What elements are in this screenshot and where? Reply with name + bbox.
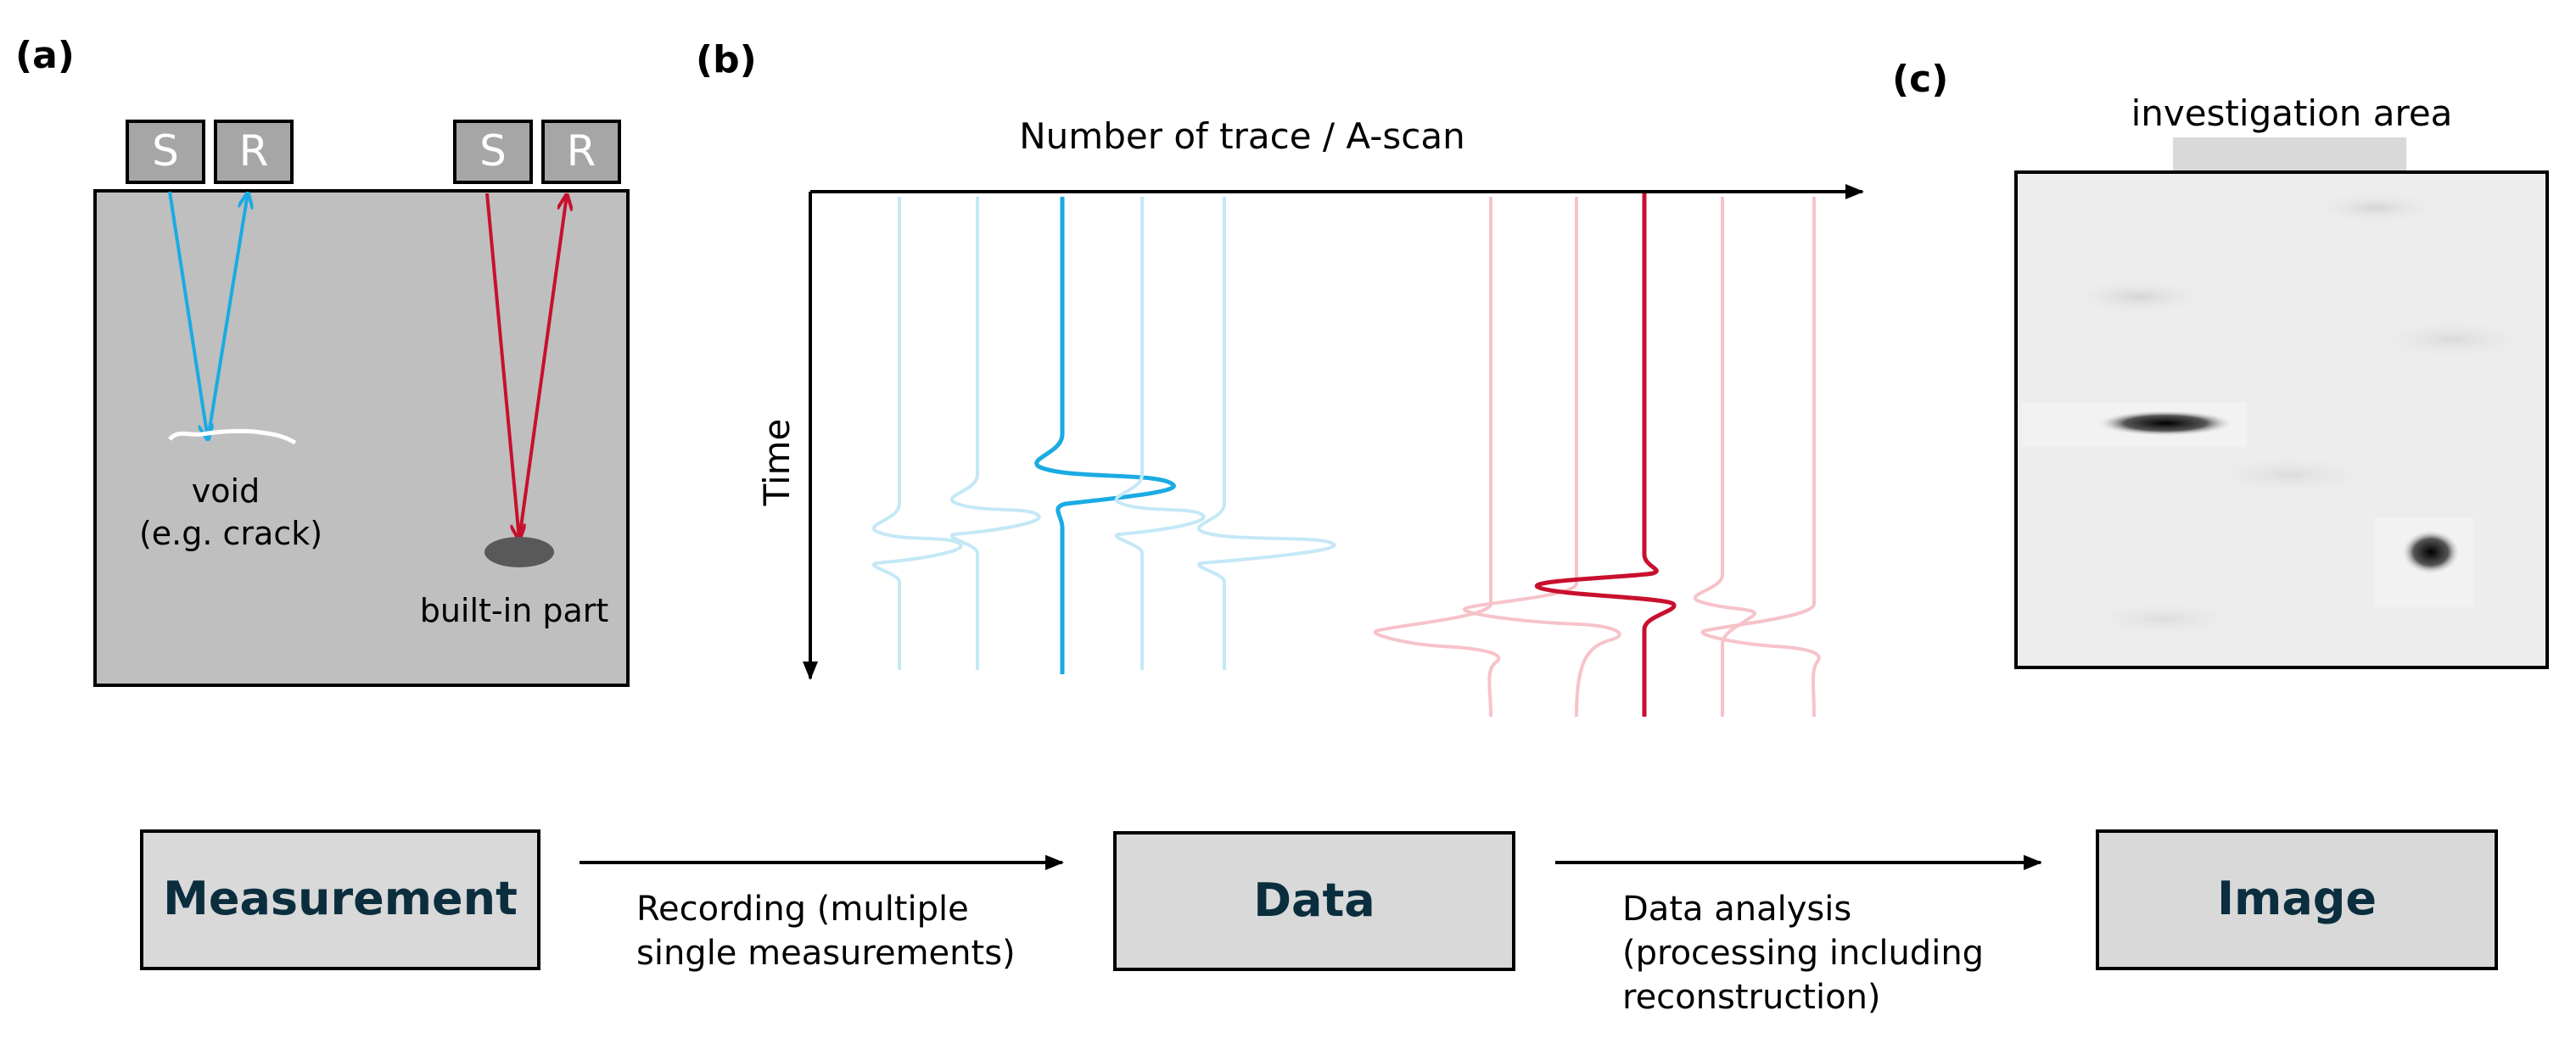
background-shade	[2198, 454, 2384, 496]
sensor-pair-right: S R	[453, 120, 621, 184]
sensor-s-right-label: S	[479, 126, 507, 176]
red-trace-4	[1693, 197, 1756, 717]
blue-traces	[871, 197, 1336, 674]
blue-trace-4	[1114, 197, 1206, 670]
image-label: Image	[2217, 872, 2377, 925]
sensor-r-left	[214, 120, 294, 184]
red-traces	[1373, 193, 1821, 717]
blue-trace-3	[1034, 197, 1176, 674]
void-label: void	[192, 472, 260, 510]
investigation-area-marker	[2173, 137, 2406, 171]
blue-trace-2	[949, 197, 1041, 670]
background-shade	[2079, 600, 2248, 638]
background-shade	[2367, 318, 2537, 360]
workflow-step-data: Data	[1113, 831, 1515, 971]
reconstructed-image	[2014, 170, 2549, 669]
sensor-r-left-label: R	[239, 126, 269, 176]
void-crack	[168, 428, 297, 445]
panel-c-label: (c)	[1892, 58, 1948, 101]
recording-label-line1: Recording (multiple	[636, 890, 969, 929]
analysis-label-line1: Data analysis	[1622, 890, 1851, 929]
investigation-area-label: investigation area	[2131, 92, 2453, 134]
recording-label-line2: single measurements)	[636, 934, 1016, 973]
analysis-label-line2: (processing including	[1622, 934, 1984, 973]
void-example-label: (e.g. crack)	[139, 515, 322, 552]
blue-trace-1	[871, 197, 963, 670]
sensor-r-right-label: R	[567, 126, 596, 176]
built-in-part-label: built-in part	[420, 592, 609, 629]
red-incident-ray	[485, 193, 519, 539]
background-shade	[2308, 191, 2444, 225]
sensor-pair-left: S R	[126, 120, 294, 184]
part-reflection-blob	[2402, 530, 2460, 574]
red-trace-5	[1700, 197, 1821, 717]
red-reflected-ray	[518, 195, 567, 540]
panel-a-label: (a)	[15, 34, 75, 77]
workflow-step-measurement: Measurement	[140, 829, 540, 970]
background-shade	[2062, 278, 2215, 315]
panel-b-label: (b)	[696, 38, 757, 81]
blue-trace-5	[1196, 197, 1336, 670]
sensor-s-left-label: S	[152, 126, 179, 176]
analysis-label-line3: reconstruction)	[1622, 978, 1881, 1017]
data-label: Data	[1253, 874, 1375, 927]
measurement-label: Measurement	[163, 872, 518, 925]
blue-incident-ray	[168, 191, 208, 439]
sensor-s-right	[453, 120, 533, 184]
void-reflection-blob	[2097, 410, 2233, 436]
red-trace-2	[1462, 197, 1621, 717]
workflow-step-image: Image	[2096, 829, 2498, 970]
x-axis-label: Number of trace / A-scan	[1019, 115, 1464, 157]
red-trace-3	[1535, 193, 1677, 717]
y-axis-label: Time	[756, 419, 798, 507]
red-trace-1	[1373, 197, 1501, 717]
sensor-r-right	[541, 120, 621, 184]
built-in-part	[484, 537, 554, 567]
sensor-s-left	[126, 120, 205, 184]
blue-reflected-ray	[206, 193, 248, 440]
